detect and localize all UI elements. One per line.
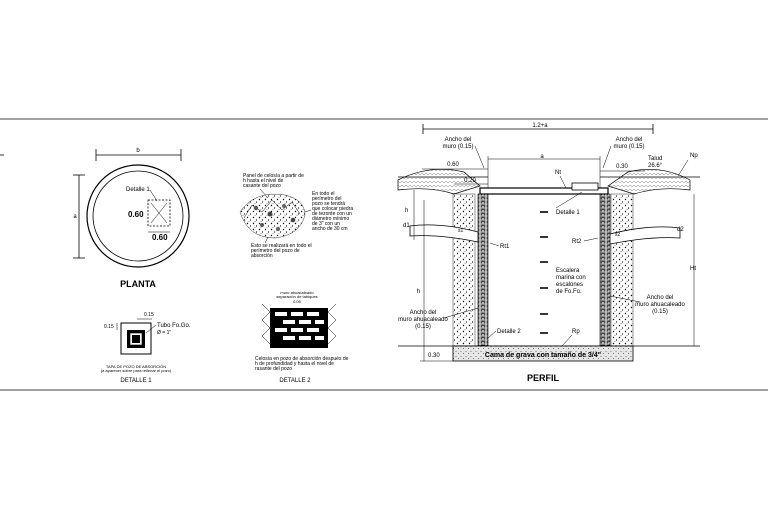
perfil-detalle1: Detalle 1: [556, 210, 580, 216]
perfil-dim-030-top: 0.30: [616, 164, 628, 170]
gravel-bed-bottom: [452, 345, 634, 362]
inlet-pipe-right: [609, 226, 681, 245]
perfil-rp: Rp: [572, 329, 580, 335]
gravel-note-right-2: perímetro del: [312, 196, 341, 202]
dimension-b: b: [95, 148, 182, 161]
perfil-dim-top: 1.2+a: [532, 123, 548, 129]
talud-2: 26.6°: [648, 163, 663, 169]
perfil-detalle2: Detalle 2: [497, 329, 521, 335]
top-slab: [479, 187, 609, 195]
perfil-d2: d2: [677, 227, 684, 233]
dim-b-label: b: [136, 148, 140, 154]
gravel-note-right-7: de 3" con un: [312, 221, 340, 227]
muro-left-2: muro ahuacaleado: [398, 317, 448, 323]
perfil-rt1: Rt1: [500, 244, 510, 250]
detalle2-view: muro ahuacaleado separación de tabiques …: [255, 290, 349, 384]
perfil-ht: Ht: [690, 266, 696, 272]
ancho-left-2: muro (0.15): [442, 144, 473, 150]
perfil-d1: d1: [403, 223, 410, 229]
detalle2-note-bottom-2: h de profundidad y hasta el nivel de: [255, 361, 334, 367]
detalle2-note-top-1: muro ahuacaleado: [280, 290, 314, 295]
gravel-detail: Panel de celosía a partir de h hasta el …: [239, 173, 353, 259]
gravel-note-bottom-2: perímetro del pozo de: [251, 248, 300, 254]
perfil-dim-060: 0.60: [447, 162, 459, 168]
gravel-note-right-8: ancho de 30 cm: [312, 226, 348, 232]
detalle2-note-top-2: separación de tabiques: [276, 294, 317, 299]
perfil-h: h: [405, 208, 408, 214]
gravel-column-left: [452, 193, 476, 347]
ancho-left-1: Ancho del: [445, 137, 472, 143]
perfil-nt: Nt: [555, 170, 561, 176]
muro-right-3: (0.15): [652, 309, 668, 315]
dimension-a: a: [73, 174, 85, 259]
detalle1-title: DETALLE 1: [120, 378, 152, 384]
detalle2-note-bottom-3: rasante del pozo: [255, 366, 292, 372]
perfil-rt2: Rt2: [572, 239, 582, 245]
escalera-4: de Fo.Fo.: [556, 289, 582, 295]
gravel-note-right-1: En todo el: [312, 191, 335, 197]
planta-dim-060-bottom: 0.60: [152, 233, 168, 242]
dim-a-label: a: [73, 214, 77, 220]
gravel-note-bottom-3: absorción: [251, 253, 273, 259]
detalle1-pipe-size: Ø = 1": [157, 330, 171, 336]
planta-view: b a Detalle 1 0.60 0.60 PLANTA: [73, 148, 190, 289]
talud-right: [607, 168, 691, 195]
escalera-1: Escalera: [556, 268, 580, 274]
escalera-3: escalones: [556, 282, 583, 288]
detalle2-note-bottom-1: Celosía en pozo de absorción después de: [255, 356, 349, 362]
perfil-s2: s2: [615, 232, 621, 238]
perfil-np: Np: [690, 153, 698, 159]
gravel-column-right: [610, 193, 634, 347]
inlet-pipe-left: [409, 224, 479, 243]
cama-label: Cama de grava con tamaño de 3/4": [485, 352, 601, 359]
detalle1-note-line2: (a aparecer sobre para rellenar el pozo): [101, 368, 172, 373]
gravel-note-top-1: Panel de celosía a partir de: [243, 173, 304, 179]
muro-left-1: Ancho del: [410, 310, 437, 316]
well-cover-square: [147, 199, 171, 227]
detalle2-title: DETALLE 2: [279, 378, 311, 384]
gravel-note-right-4: que colocar piedra: [312, 206, 353, 212]
perfil-s1: s1: [458, 228, 464, 234]
planta-dim-060-left: 0.60: [128, 210, 144, 219]
detalle1-dim-015-top: 0.15: [144, 312, 154, 318]
detalle1-view: 0.15 0.15 Tubo Fo.Go. Ø = 1" TAPA DE POZ…: [101, 312, 191, 384]
well-outer-circle: [86, 164, 190, 268]
planta-title: PLANTA: [120, 279, 156, 289]
wall-left: [477, 193, 489, 347]
gravel-bed: [239, 193, 306, 239]
gravel-note-right-3: pozo se tendrá: [312, 201, 345, 207]
perfil-view: 1.2+a Ancho del muro (0.15) Ancho del mu…: [397, 123, 700, 383]
detalle2-note-top-small: 0.05: [293, 299, 302, 304]
detalle1-pipe-label: Tubo Fo.Go.: [157, 323, 191, 329]
perfil-title: PERFIL: [527, 373, 560, 383]
talud-1: Talud: [648, 156, 662, 162]
well-inner-circle: [92, 170, 184, 262]
gravel-note-top-3: casante del pozo: [243, 183, 281, 189]
detalle1-note-line1: TAPA DE POZO DE ABSORCIÓN: [106, 364, 166, 369]
planta-detalle-label: Detalle 1: [126, 187, 150, 193]
gravel-note-right-5: de tezonte con un: [312, 211, 352, 217]
detalle1-dim-015-left: 0.15: [104, 324, 114, 330]
sheet-frame: [0, 118, 768, 391]
perfil-dim-030-bottom: 0.30: [428, 353, 440, 359]
muro-right-1: Ancho del: [647, 295, 674, 301]
wall-right: [599, 193, 611, 347]
perfil-h2: h: [417, 289, 420, 295]
escalera-2: marina con: [556, 275, 586, 281]
gravel-note-bottom-1: Esto se realizará en todo el: [251, 243, 312, 249]
gravel-note-right-6: diámetro mínimo: [312, 216, 349, 222]
ancho-right-2: muro (0.15): [613, 144, 644, 150]
gravel-note-top-2: h hasta el nivel de: [243, 178, 284, 184]
muro-left-3: (0.15): [415, 324, 431, 330]
perfil-dim-a: a: [540, 154, 544, 160]
talud-left: [397, 168, 481, 195]
muro-right-2: muro ahuacaleado: [635, 302, 685, 308]
ladder-rungs: [540, 211, 548, 334]
ancho-right-1: Ancho del: [616, 137, 643, 143]
